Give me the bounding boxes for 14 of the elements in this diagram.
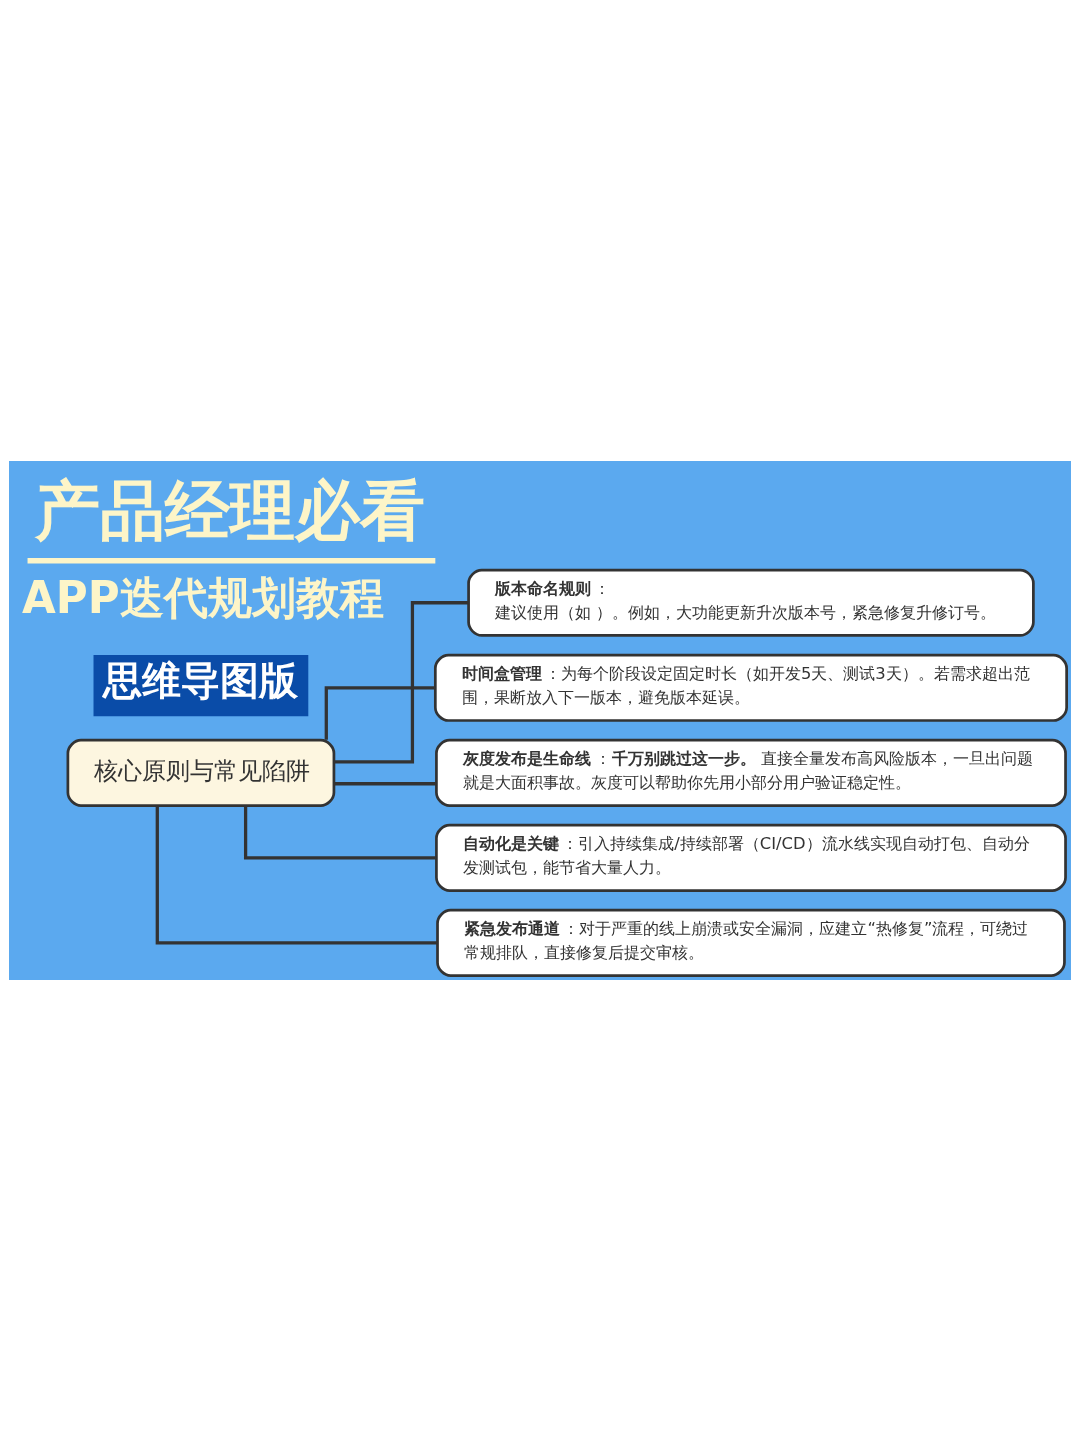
node-box: 版本命名规则： 建议使用（如 ）。例如，大功能更新升次版本号，紧急修复升修订号。 (467, 568, 1035, 637)
label: 思维导图版 (102, 657, 298, 703)
node-box: 灰度发布是生命线：千万别跳过这一步。直接全量发布高风险版本，一旦出问题就是大面积事故。灰度可以帮助你先用小部分用户验证稳定性。 (435, 738, 1067, 807)
node-box: 时间盒管理：为每个阶段设定固定时长（如开发5天、测试3天）。若需求超出范围，果断放入下一版本，避免版本延误。 (433, 653, 1068, 722)
connector (333, 600, 469, 764)
node-box: 自动化是关键：引入持续集成/持续部署（CI/CD）流水线实现自动打包、自动分发测试包，能节省大量人力。 (435, 823, 1067, 892)
connector (243, 805, 437, 859)
connector (334, 781, 437, 785)
node-box: 紧急发布通道：对于严重的线上崩溃或安全漏洞，应建立“热修复”流程，可绕过常规排队，直接修复后提交审核。 (436, 908, 1066, 977)
connector (324, 685, 436, 740)
node-box: 核心原则与常见陷阱 (66, 738, 336, 807)
label: APP迭代规划教程 (22, 572, 384, 623)
diagram-title: 产品经理必看 (34, 471, 425, 548)
connector (155, 805, 438, 945)
